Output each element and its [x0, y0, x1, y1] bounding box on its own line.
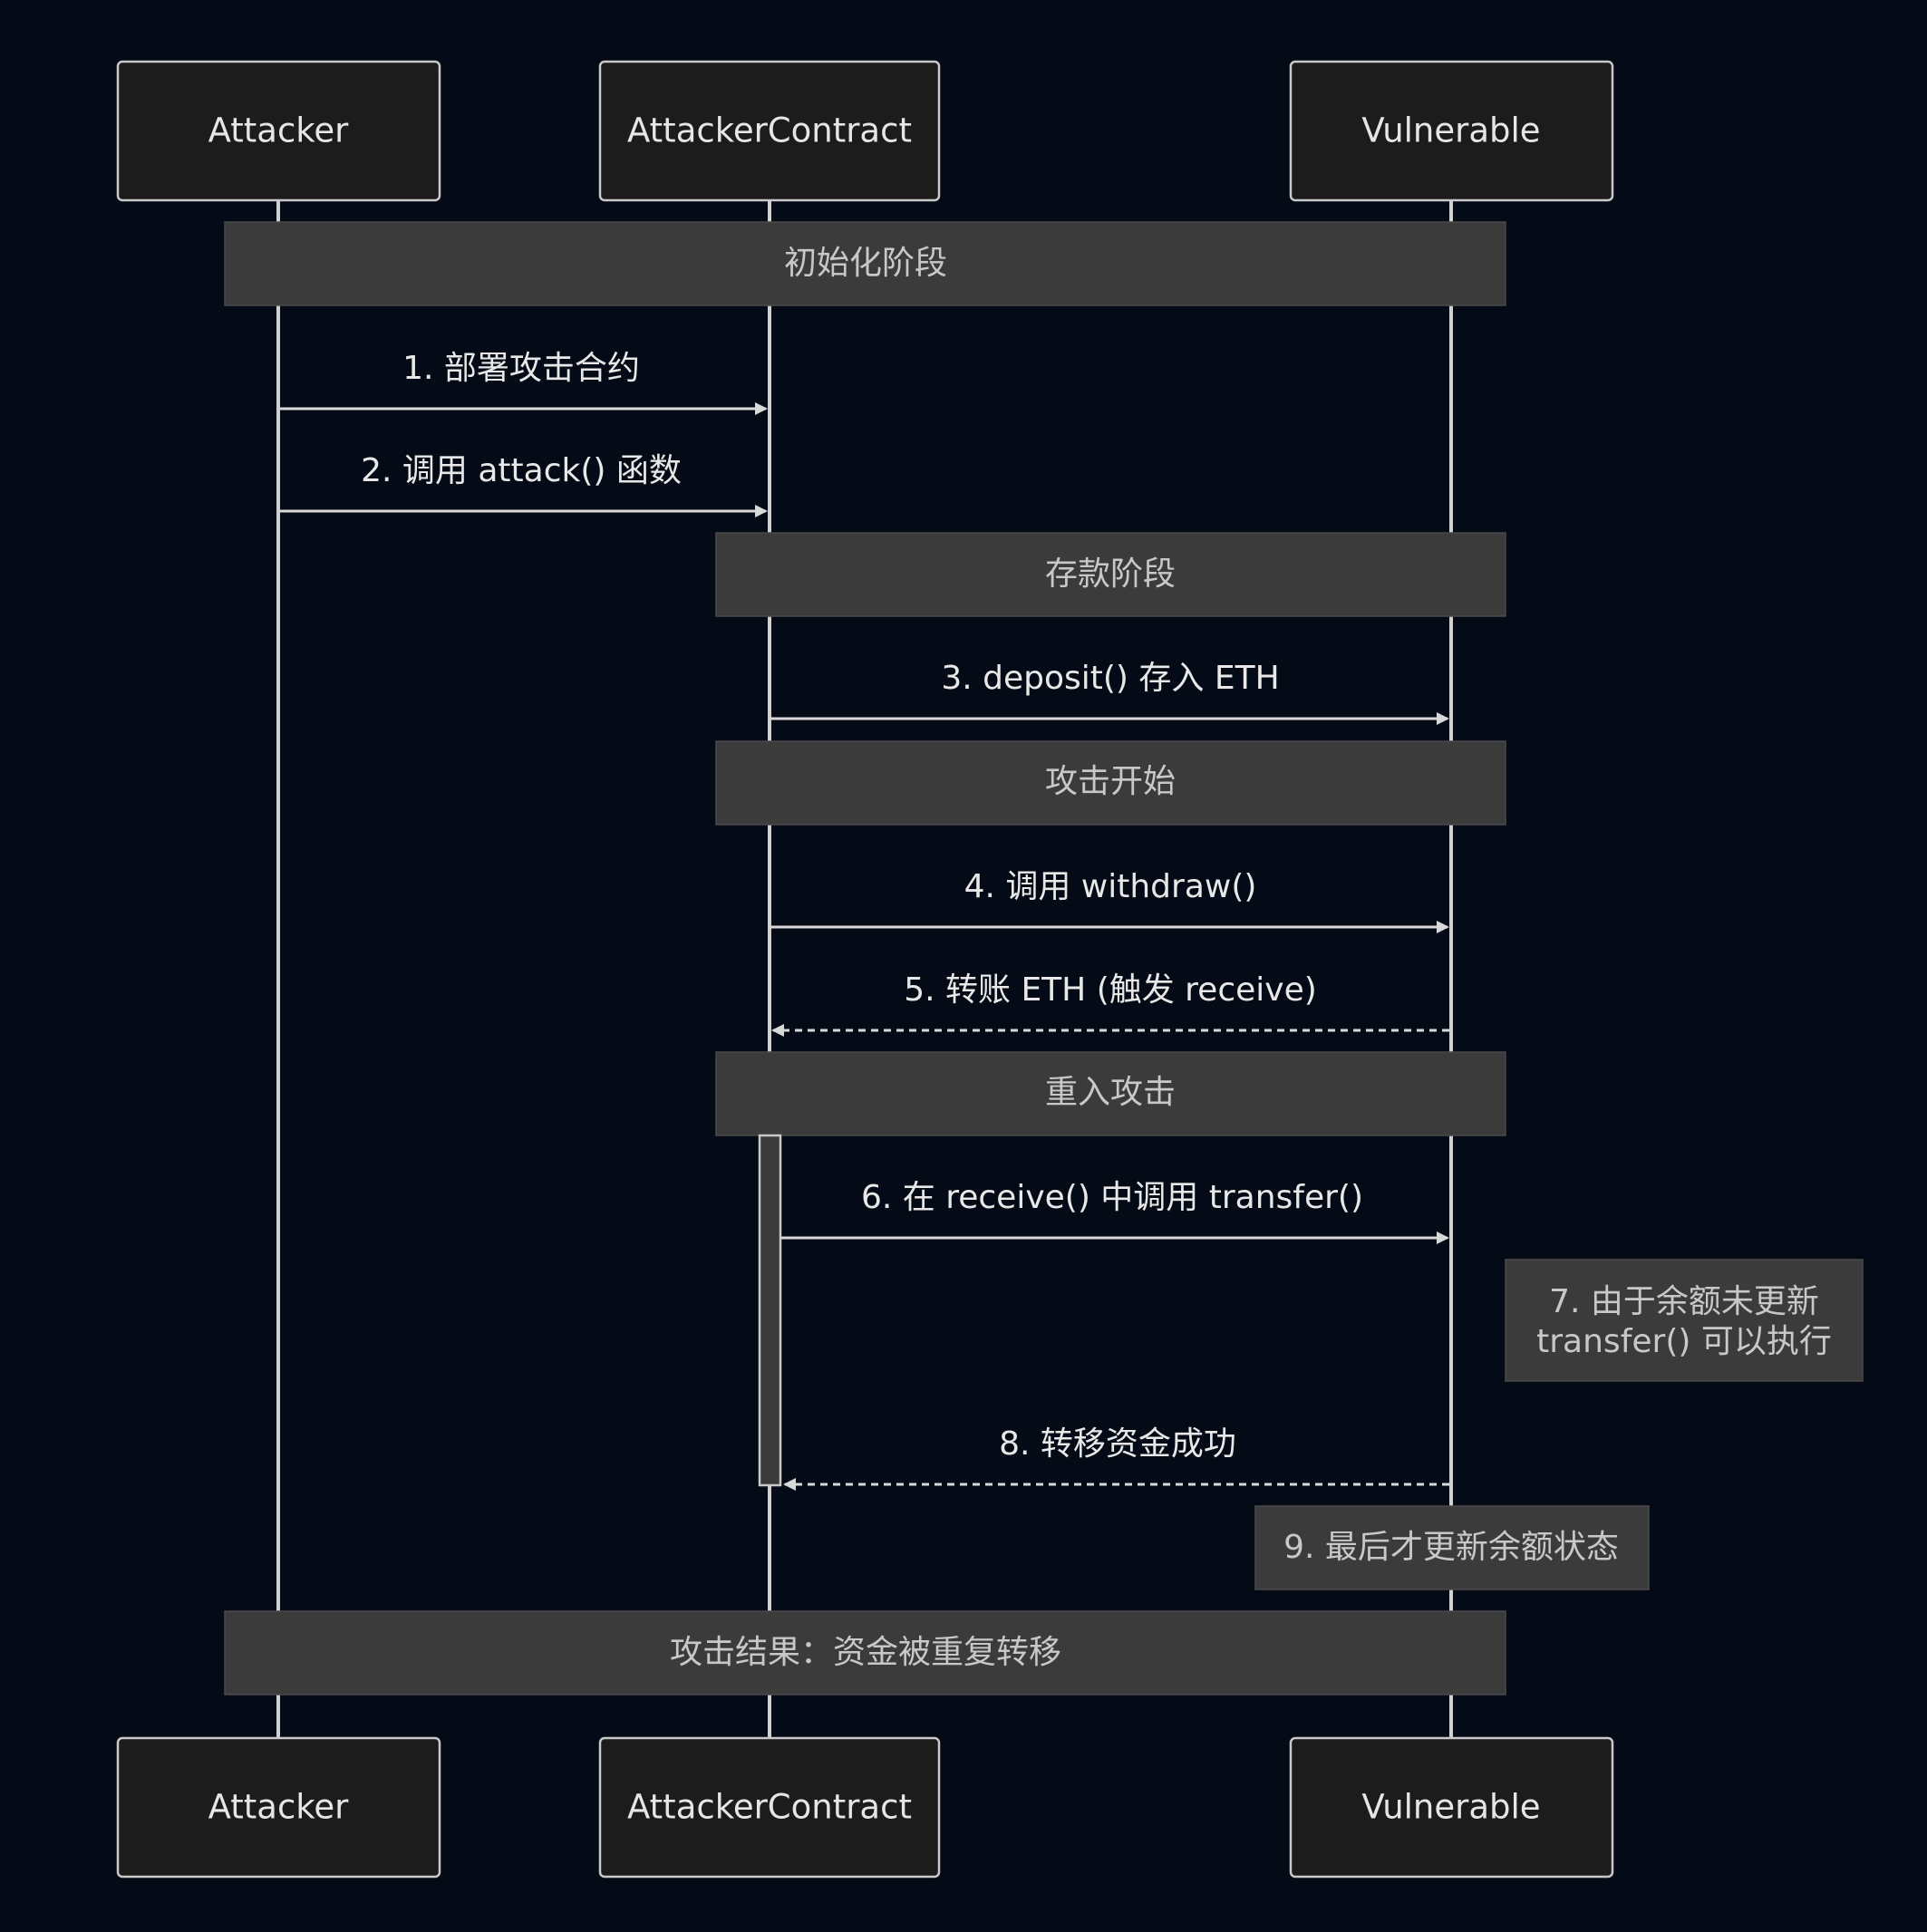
phase-note-init: 初始化阶段	[224, 221, 1506, 306]
actor-attacker-bottom: Attacker	[116, 1736, 441, 1879]
phase-deposit-label: 存款阶段	[1045, 555, 1176, 593]
phase-note-deposit: 存款阶段	[715, 532, 1506, 617]
phase-reentry-label: 重入攻击	[1045, 1074, 1176, 1111]
actor-attacker-label: Attacker	[208, 111, 350, 150]
actor-contract-bottom-label: AttackerContract	[627, 1788, 912, 1827]
message-3-label: 3. deposit() 存入 ETH	[941, 660, 1279, 697]
message-5: 5. 转账 ETH (触发 receive)	[771, 971, 1449, 1037]
message-3: 3. deposit() 存入 ETH	[771, 660, 1449, 725]
message-6: 6. 在 receive() 中调用 transfer()	[781, 1179, 1449, 1244]
actor-contract-label: AttackerContract	[627, 111, 912, 150]
phase-result-label: 攻击结果：资金被重复转移	[670, 1634, 1061, 1671]
message-8: 8. 转移资金成功	[783, 1425, 1449, 1491]
message-6-label: 6. 在 receive() 中调用 transfer()	[861, 1179, 1363, 1216]
actor-vulnerable-label: Vulnerable	[1361, 111, 1540, 150]
actor-vulnerable-bottom-label: Vulnerable	[1361, 1788, 1540, 1827]
actor-vulnerable-top: Vulnerable	[1289, 60, 1614, 202]
phase-note-reentry: 重入攻击	[715, 1051, 1506, 1136]
actor-attacker-bottom-label: Attacker	[208, 1788, 350, 1827]
message-2: 2. 调用 attack() 函数	[280, 452, 768, 517]
phase-note-attack-start: 攻击开始	[715, 740, 1506, 826]
message-4-label: 4. 调用 withdraw()	[964, 868, 1257, 905]
actor-attacker-top: Attacker	[116, 60, 441, 202]
message-2-label: 2. 调用 attack() 函数	[361, 452, 682, 489]
actor-contract-bottom: AttackerContract	[598, 1736, 941, 1879]
message-8-label: 8. 转移资金成功	[999, 1425, 1236, 1463]
activation-bar-contract	[758, 1134, 782, 1487]
note-7-line-2: transfer() 可以执行	[1536, 1323, 1832, 1360]
note-9: 9. 最后才更新余额状态	[1254, 1505, 1650, 1590]
note-9-line-1: 9. 最后才更新余额状态	[1283, 1529, 1619, 1566]
phase-init-label: 初始化阶段	[784, 245, 947, 282]
note-7-line-1: 7. 由于余额未更新	[1549, 1283, 1819, 1320]
message-1-label: 1. 部署攻击合约	[402, 350, 640, 387]
message-4: 4. 调用 withdraw()	[771, 868, 1449, 933]
message-5-label: 5. 转账 ETH (触发 receive)	[904, 971, 1317, 1009]
actor-contract-top: AttackerContract	[598, 60, 941, 202]
note-7: 7. 由于余额未更新 transfer() 可以执行	[1505, 1259, 1864, 1382]
actor-vulnerable-bottom: Vulnerable	[1289, 1736, 1614, 1879]
phase-attack-start-label: 攻击开始	[1045, 763, 1176, 800]
message-1: 1. 部署攻击合约	[280, 350, 768, 415]
phase-note-result: 攻击结果：资金被重复转移	[224, 1610, 1506, 1695]
